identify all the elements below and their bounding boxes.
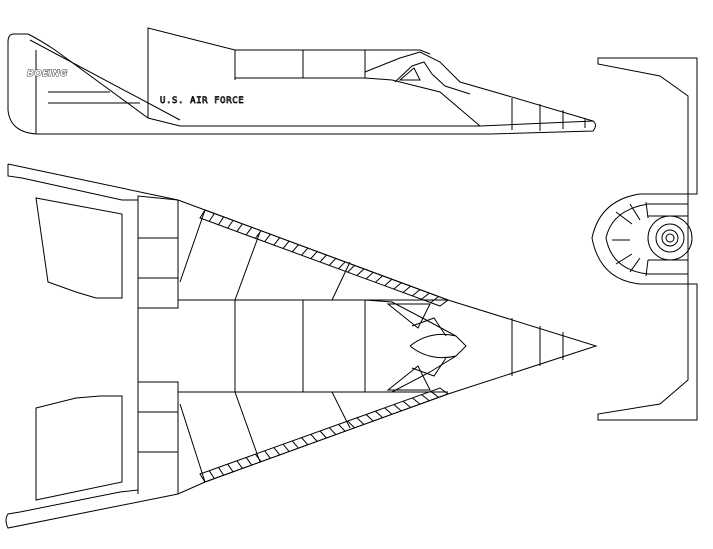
slat-tick: [365, 414, 374, 422]
slat-tick: [282, 443, 290, 452]
top-left-wing-upper: [35, 197, 123, 299]
slat-tick: [310, 433, 318, 442]
top-lower-slat-ticks: [208, 390, 439, 479]
slat-tick: [393, 404, 402, 412]
top-cockpit-frame-lower: [386, 357, 447, 391]
slat-tick: [338, 424, 346, 432]
front-fuselage-outer: [591, 193, 688, 285]
top-upper-slat-ticks: [208, 213, 439, 304]
slat-tick: [319, 254, 327, 263]
slat-tick: [356, 417, 365, 425]
slat-tick: [328, 258, 337, 266]
slat-tick: [208, 213, 215, 222]
top-windshield: [409, 333, 457, 359]
slat-tick: [365, 271, 374, 280]
brand-marking: BOEING: [27, 69, 68, 79]
front-engine-housing: [648, 215, 688, 261]
top-upper-panel: [138, 200, 179, 308]
top-upper-stringer-3: [331, 261, 351, 301]
slat-tick: [347, 420, 355, 429]
slat-tick: [319, 430, 327, 439]
top-planform-inner-upper: [7, 164, 179, 201]
side-canopy-frame: [394, 61, 471, 95]
front-engine-ring-2: [655, 223, 685, 253]
front-fuselage-inner: [605, 203, 688, 275]
top-lower-stringer-2: [234, 391, 261, 463]
side-window: [398, 67, 421, 81]
slat-tick: [338, 261, 346, 270]
slat-tick: [411, 397, 421, 405]
slat-tick: [273, 447, 281, 456]
slat-tick: [384, 278, 393, 287]
slat-tick: [310, 251, 318, 259]
slat-tick: [245, 227, 253, 236]
slat-tick: [421, 292, 430, 300]
slat-tick: [356, 268, 365, 276]
side-spine-box: [234, 49, 366, 79]
slat-tick: [264, 450, 271, 459]
top-view: [5, 163, 598, 529]
side-fuselage-outline: [7, 33, 596, 135]
top-center-box: [234, 300, 366, 392]
front-canopy-ribs: [612, 201, 649, 277]
slat-tick: [291, 244, 299, 253]
top-lower-panel: [138, 392, 179, 494]
top-lower-stringer-1: [179, 403, 206, 483]
slat-tick: [236, 223, 243, 232]
slat-tick: [402, 285, 411, 293]
front-upper-wing: [597, 57, 698, 195]
top-lower-slat-strip: [199, 387, 450, 483]
slat-tick: [421, 394, 430, 402]
slat-tick: [282, 240, 290, 249]
front-engine-hub: [665, 233, 675, 243]
slat-tick: [347, 265, 355, 273]
front-engine-ring-1: [647, 215, 693, 261]
top-lower-stringer-3: [331, 391, 351, 429]
slat-tick: [411, 289, 421, 297]
front-view: [591, 57, 698, 421]
slat-tick: [254, 453, 262, 462]
slat-tick: [430, 296, 439, 304]
top-left-wing-lower: [35, 395, 123, 501]
slat-tick: [208, 470, 215, 479]
slat-tick: [430, 390, 439, 398]
slat-tick: [301, 247, 309, 256]
slat-tick: [254, 230, 262, 239]
slat-tick: [218, 216, 225, 226]
side-leading-edge-inner: [29, 39, 181, 121]
slat-tick: [375, 410, 383, 419]
top-upper-stringer-2: [234, 231, 261, 301]
slat-tick: [301, 437, 309, 446]
slat-tick: [245, 457, 253, 466]
slat-tick: [291, 440, 299, 449]
side-canopy-lower: [364, 77, 481, 127]
slat-tick: [384, 407, 393, 415]
slat-tick: [328, 427, 337, 435]
top-cockpit: [364, 299, 467, 393]
slat-tick: [273, 237, 281, 246]
slat-tick: [236, 460, 243, 469]
slat-tick: [402, 400, 411, 408]
side-canopy: [364, 51, 594, 122]
slat-tick: [227, 463, 234, 473]
top-planform-outline: [5, 163, 598, 529]
front-lower-wing: [597, 283, 698, 421]
top-cockpit-frame-upper: [386, 303, 447, 337]
top-upper-stringer-1: [179, 209, 206, 283]
slat-tick: [227, 220, 234, 229]
side-view: BOEING U.S. AIR FORCE: [7, 27, 596, 135]
slat-tick: [375, 275, 383, 283]
top-upper-slat-strip: [199, 209, 450, 307]
front-engine-ring-3: [661, 229, 679, 247]
slat-tick: [264, 233, 271, 242]
slat-tick: [393, 282, 402, 290]
slat-tick: [218, 467, 225, 476]
service-marking: U.S. AIR FORCE: [160, 96, 244, 106]
